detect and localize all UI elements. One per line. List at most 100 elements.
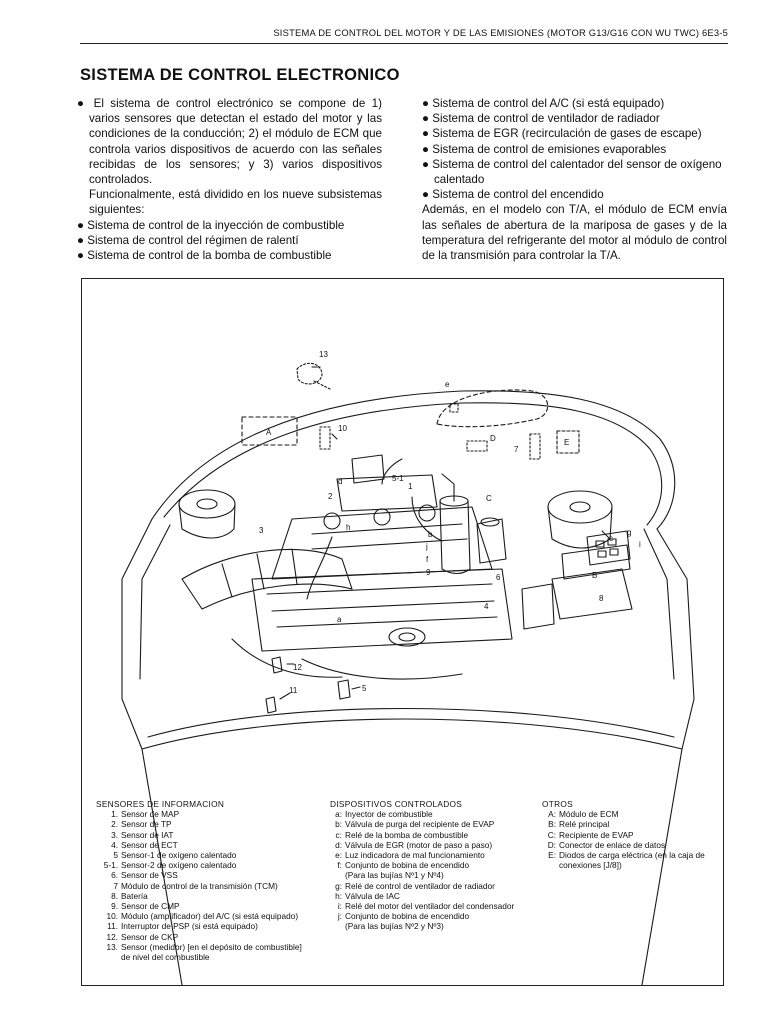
legend-title: SENSORES DE INFORMACION xyxy=(96,799,225,809)
legend-item-text: Módulo (amplificador) del A/C (si está e… xyxy=(121,911,299,922)
legend-item-text: (Para las bujías Nº2 y Nº3) xyxy=(345,921,444,932)
legend-item: 3.Sensor de IAT xyxy=(96,830,302,840)
legend-item-text: Sensor-2 de oxígeno calentado xyxy=(121,860,237,871)
fig-label-B: B xyxy=(592,571,597,580)
fig-label-2: 2 xyxy=(328,492,333,501)
page-header: SISTEMA DE CONTROL DEL MOTOR Y DE LAS EM… xyxy=(80,27,728,44)
legend-item: a:Inyector de combustible xyxy=(330,809,514,819)
legend-item: g:Relé de control de ventilador de radia… xyxy=(330,881,514,891)
fig-label-7: 7 xyxy=(514,445,519,454)
legend-item-text: Relé de la bomba de combustible xyxy=(345,829,469,840)
legend-item-text: de nivel del combustible xyxy=(121,952,210,963)
legend-item: C:Recipiente de EVAP xyxy=(542,830,705,840)
fig-label-c: c xyxy=(609,534,613,543)
fig-label-j: j xyxy=(425,542,428,551)
bullet-item: ● Sistema de control de la inyección de … xyxy=(77,218,345,232)
section-title: SISTEMA DE CONTROL ELECTRONICO xyxy=(80,66,400,84)
legend-item-text: Sensor de VSS xyxy=(121,870,178,881)
legend-item-text: Relé principal xyxy=(559,819,610,830)
legend-item-key: g: xyxy=(335,880,342,891)
legend-item-key: b: xyxy=(335,819,342,830)
legend-item: j:Conjunto de bobina de encendido xyxy=(330,911,514,921)
legend-item: B:Relé principal xyxy=(542,819,705,829)
legend-item-key: E: xyxy=(548,850,556,861)
legend-item-key: 12. xyxy=(106,931,118,942)
fig-label-d: d xyxy=(338,477,342,486)
paragraph-intro: ● El sistema de control electrónico se c… xyxy=(77,97,382,187)
legend-item-key: 6. xyxy=(111,870,118,881)
fig-label-1: 1 xyxy=(408,482,413,491)
fig-label-4: 4 xyxy=(484,602,489,611)
legend-item: 9.Sensor de CMP xyxy=(96,901,302,911)
legend-item: 2.Sensor de TP xyxy=(96,819,302,829)
legend-item: 8.Batería xyxy=(96,891,302,901)
fig-label-f: f xyxy=(426,555,429,564)
legend-item: i:Relé del motor del ventilador del cond… xyxy=(330,901,514,911)
legend-item-text: Relé del motor del ventilador del conden… xyxy=(345,901,515,912)
legend-item-key: 13. xyxy=(106,941,118,952)
bullet-item: ● Sistema de EGR (recirculación de gases… xyxy=(422,127,702,141)
legend-item: 12.Sensor de CKP xyxy=(96,932,302,942)
legend-item: 10.Módulo (amplificador) del A/C (si est… xyxy=(96,911,302,921)
legend-item: D:Conector de enlace de datos xyxy=(542,840,705,850)
legend-title: OTROS xyxy=(542,799,574,809)
legend-item-text: Sensor (medidor) [en el depósito de comb… xyxy=(121,941,302,952)
legend-item-text: (Para las bujías Nº1 y Nº4) xyxy=(345,870,444,881)
legend-item-text: Válvula de EGR (motor de paso a paso) xyxy=(345,839,493,850)
legend-item: de nivel del combustible xyxy=(96,952,302,962)
legend-item-key: 8. xyxy=(111,890,118,901)
bullet-item: ● Sistema de control del calentador del … xyxy=(422,157,722,187)
fig-label-3: 3 xyxy=(259,526,264,535)
legend-item-key: 2. xyxy=(111,819,118,830)
fig-label-g: g xyxy=(627,528,631,537)
legend-item-key: 1. xyxy=(111,809,118,820)
legend-item-key: D: xyxy=(547,839,556,850)
legend-item-text: Conjunto de bobina de encendido xyxy=(345,911,470,922)
legend-item: (Para las bujías Nº2 y Nº3) xyxy=(330,921,514,931)
fig-label-e: e xyxy=(445,380,450,389)
legend-item-text: Sensor de IAT xyxy=(121,829,174,840)
legend-item-text: Interruptor de PSP (si está equipado) xyxy=(121,921,258,932)
fig-label-A: A xyxy=(266,428,272,437)
legend-title: DISPOSITIVOS CONTROLADOS xyxy=(330,799,463,809)
right-text-column: ● Sistema de control del A/C (si está eq… xyxy=(422,96,727,263)
legend-item-text: Inyector de combustible xyxy=(345,809,433,820)
legend-item-text: Sensor de ECT xyxy=(121,839,178,850)
legend-item-text: Sensor de TP xyxy=(121,819,172,830)
legend-item: A:Módulo de ECM xyxy=(542,809,705,819)
legend-item: (Para las bujías Nº1 y Nº4) xyxy=(330,870,514,880)
legend-item-text: Sensor de MAP xyxy=(121,809,180,820)
legend-item: 6.Sensor de VSS xyxy=(96,870,302,880)
legend-item-key: 5-1. xyxy=(103,860,118,871)
legend-item-key: 10. xyxy=(106,911,118,922)
left-text-column: ● El sistema de control electrónico se c… xyxy=(77,96,382,263)
header-text: SISTEMA DE CONTROL DEL MOTOR Y DE LAS EM… xyxy=(273,27,728,38)
legend-item-text: Conjunto de bobina de encendido xyxy=(345,860,470,871)
legend-item-key: 9. xyxy=(111,901,118,912)
legend-item-text: Relé de control de ventilador de radiado… xyxy=(345,880,495,891)
legend-item: 4.Sensor de ECT xyxy=(96,840,302,850)
legend-item-key: f: xyxy=(337,860,342,871)
paragraph-at-model: Además, en el modelo con T/A, el módulo … xyxy=(422,203,727,263)
legend-item: 11.Interruptor de PSP (si está equipado) xyxy=(96,921,302,931)
legend-item-text: Diodos de carga eléctrica (en la caja de xyxy=(559,850,705,861)
fig-label-12: 12 xyxy=(293,663,302,672)
fig-label-a: a xyxy=(337,615,342,624)
legend-item: h:Válvula de IAC xyxy=(330,891,514,901)
legend-item-key: C: xyxy=(547,829,556,840)
engine-compartment-figure: 13 10 A e D 7 E d 5-1 1 2 C h b 3 j f 9 … xyxy=(81,278,724,986)
legend-item-text: Válvula de purga del recipiente de EVAP xyxy=(345,819,495,830)
legend-item-key: d: xyxy=(335,839,342,850)
legend-item-text: Sensor de CMP xyxy=(121,901,180,912)
fig-label-h: h xyxy=(346,523,350,532)
legend-item-key: A: xyxy=(548,809,556,820)
legend-item-key: B: xyxy=(548,819,556,830)
legend-item-key: h: xyxy=(335,890,342,901)
legend-item-text: Sensor-1 de oxígeno calentado xyxy=(121,850,237,861)
